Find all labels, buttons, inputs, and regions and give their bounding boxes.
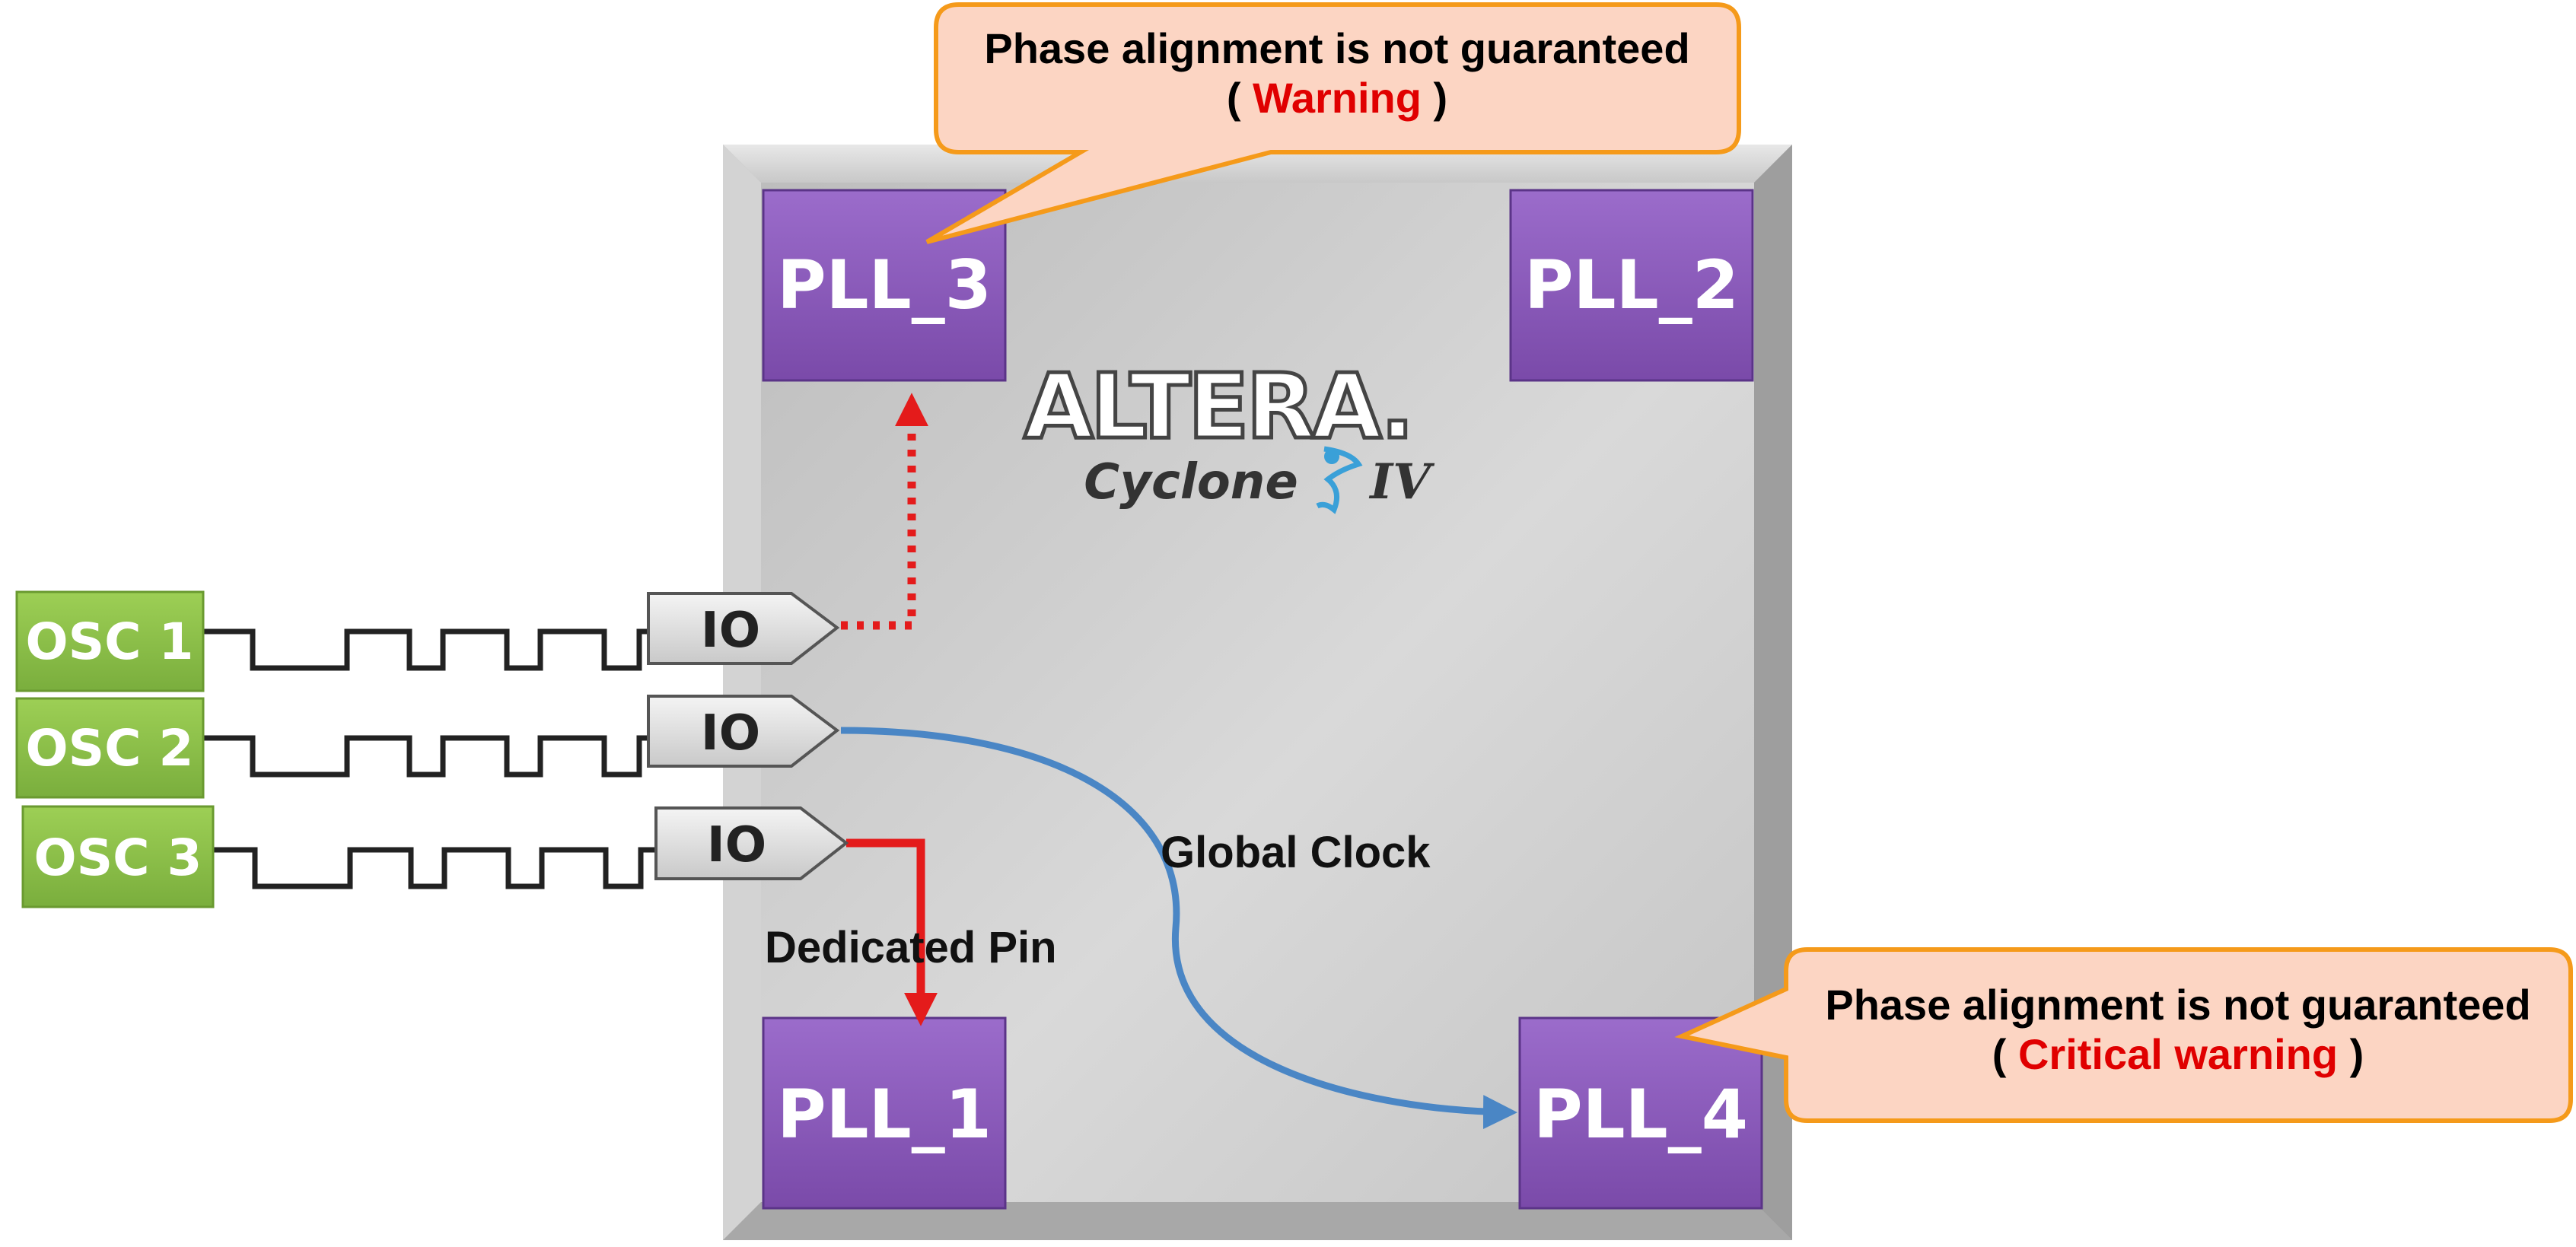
io-buffer-3-label: IO [707,817,766,873]
osc-3-waveform [209,847,656,889]
osc-2-waveform [199,735,650,778]
dedicated-pin-route [846,838,938,1026]
altera-logo-text: ALTERA. [1024,354,1411,459]
io-buffer-2-label: IO [701,705,760,762]
pll-1-label: PLL_1 [777,1075,992,1153]
osc-1-waveform [199,628,650,671]
top-callout: Phase alignment is not guaranteed ( Warn… [925,2,1741,244]
bottom-callout-close: ) [2338,1030,2364,1078]
io-buffer-1: IO [647,592,840,665]
pll-2-block: PLL_2 [1509,189,1754,382]
osc-3-label: OSC 3 [34,829,202,887]
global-clock-route [840,727,1517,1130]
bottom-callout-open: ( [1992,1030,2018,1078]
top-callout-open: ( [1227,74,1253,122]
osc-1-label: OSC 1 [26,612,194,671]
top-callout-line2: ( Warning ) [1227,74,1447,122]
cyclone-series-text: IV [1368,453,1435,511]
bottom-callout-line1: Phase alignment is not guaranteed [1825,981,2530,1029]
top-callout-line1: Phase alignment is not guaranteed [984,24,1689,72]
osc-3-block: OSC 3 [21,805,215,908]
pll-4-label: PLL_4 [1533,1075,1748,1153]
io-buffer-2: IO [647,695,840,768]
cyclone-logo-text: Cyclone [1084,454,1298,511]
io-buffer-3: IO [654,806,849,880]
osc-2-label: OSC 2 [26,719,194,778]
pll-3-label: PLL_3 [777,246,992,324]
tornado-icon [1316,446,1363,514]
io-buffer-1-label: IO [701,603,760,659]
bottom-callout-warning: Critical warning [2018,1030,2338,1078]
altera-cyclone-logo: ALTERA. Cyclone IV [1022,352,1435,514]
pll-1-block: PLL_1 [762,1016,1007,1210]
bottom-callout: Phase alignment is not guaranteed ( Crit… [1674,947,2573,1123]
top-callout-warning: Warning [1253,74,1422,122]
top-callout-close: ) [1422,74,1447,122]
bottom-callout-line2: ( Critical warning ) [1992,1030,2364,1078]
pll3-dotted-route [841,393,928,630]
dedicated-pin-label: Dedicated Pin [765,923,1057,972]
pll-2-label: PLL_2 [1524,246,1739,324]
global-clock-label: Global Clock [1161,828,1431,877]
osc-2-block: OSC 2 [15,697,205,799]
osc-1-block: OSC 1 [15,590,205,692]
pll-4-block: PLL_4 [1518,1016,1763,1210]
